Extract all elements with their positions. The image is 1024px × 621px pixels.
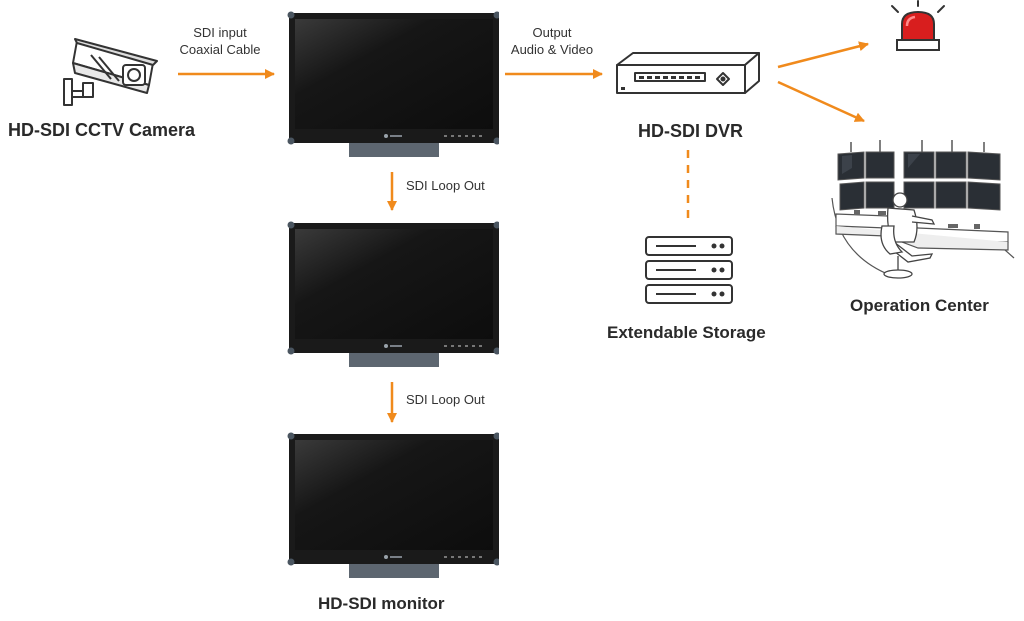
operation-center-icon: [831, 140, 1015, 279]
arrow-dvr-to-alarm: [777, 41, 869, 69]
dvr-icon: [616, 52, 760, 94]
dvr-label: HD-SDI DVR: [638, 121, 744, 141]
hd-sdi-monitor-2: [287, 221, 499, 367]
link-label-sdi-input-line1: SDI input: [193, 25, 247, 40]
hd-sdi-monitor-3: [287, 432, 499, 578]
loop-out-label-2: SDI Loop Out: [406, 392, 485, 407]
loop-out-label-1: SDI Loop Out: [406, 178, 485, 193]
storage-label: Extendable Storage: [607, 323, 766, 342]
link-label-output: Output Audio & Video: [500, 24, 604, 58]
link-label-sdi-input-line2: Coaxial Cable: [179, 42, 261, 57]
alarm-siren-icon: [891, 0, 945, 51]
operation-label: Operation Center: [850, 296, 989, 315]
link-label-sdi-input: SDI input Coaxial Cable: [170, 24, 270, 58]
server-stack-icon: [645, 236, 733, 304]
cctv-camera-icon: [63, 38, 158, 106]
link-label-output-line1: Output: [532, 25, 572, 40]
link-label-output-line2: Audio & Video: [510, 42, 594, 57]
arrow-dvr-to-operation: [777, 80, 865, 123]
hd-sdi-monitor-1: [287, 11, 499, 157]
camera-label: HD-SDI CCTV Camera: [8, 120, 196, 140]
monitor-label: HD-SDI monitor: [318, 594, 445, 613]
